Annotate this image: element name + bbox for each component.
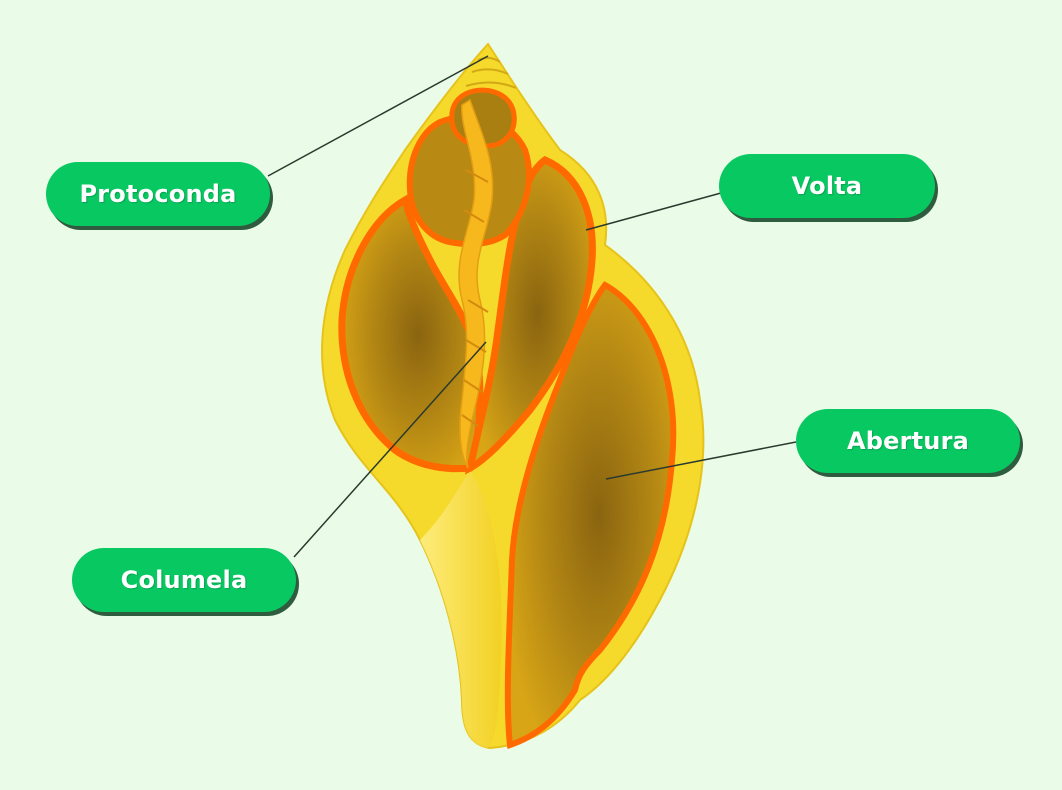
label-protoconda: Protoconda [46, 162, 270, 226]
leader-line-abertura [605, 441, 797, 480]
leader-line-volta [585, 192, 722, 231]
outer-lip [420, 470, 502, 748]
aperture-cavity [504, 281, 677, 750]
leader-lines [267, 55, 797, 558]
leader-line-protoconda [267, 55, 489, 177]
label-abertura: Abertura [796, 409, 1020, 473]
body-whorl-cavity [338, 194, 484, 473]
label-volta: Volta [719, 154, 935, 218]
leader-line-columela [293, 341, 487, 558]
apex-ridges [465, 56, 517, 89]
columella-twist-marks [461, 169, 489, 427]
label-columela: Columela [72, 548, 296, 612]
upper-whorl-cavity [406, 113, 532, 247]
